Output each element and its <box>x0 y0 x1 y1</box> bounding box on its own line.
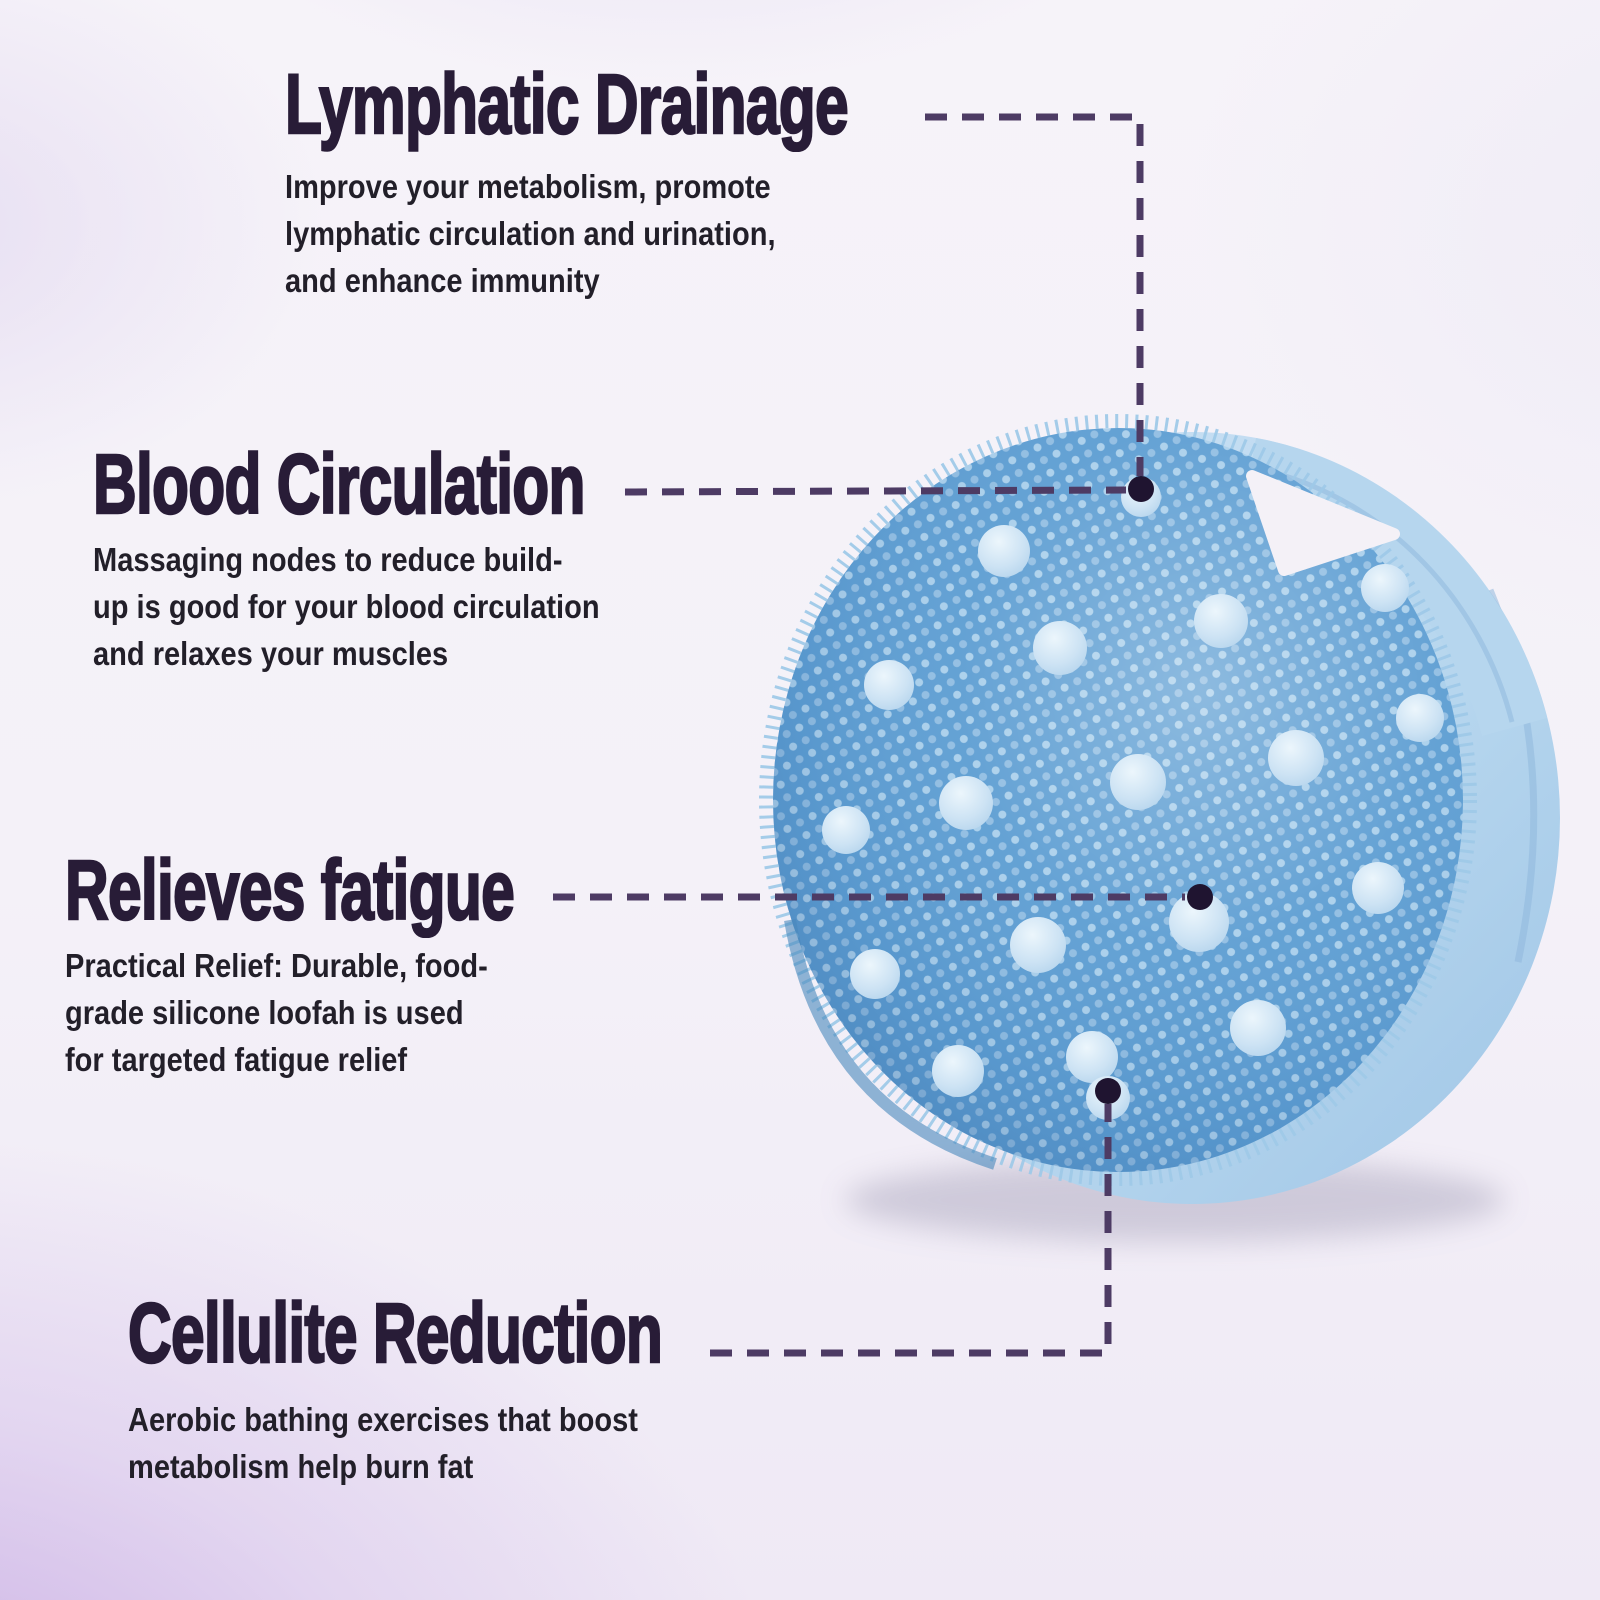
callout-title: Relieves fatigue <box>64 843 516 937</box>
handle-hole <box>1246 470 1400 576</box>
massage-node <box>1396 694 1444 742</box>
massage-node <box>978 525 1030 577</box>
callout-title: Lymphatic Drainage <box>284 57 849 151</box>
massage-node <box>1194 594 1248 648</box>
callout-line-lymphatic <box>925 113 1144 476</box>
callout-relieves-fatigue: Relieves fatigue Practical Relief: Durab… <box>64 843 689 1083</box>
callout-line-blood <box>624 486 1127 496</box>
callout-blood-circulation: Blood Circulation Massaging nodes to red… <box>92 437 776 677</box>
massage-node <box>1268 730 1324 786</box>
callout-line-cellulite <box>710 1104 1112 1357</box>
massage-node <box>1010 917 1066 973</box>
massage-node <box>932 1045 984 1097</box>
callout-dot <box>1095 1078 1121 1104</box>
massage-node <box>939 776 993 830</box>
callout-cellulite-reduction: Cellulite Reduction Aerobic bathing exer… <box>127 1286 870 1490</box>
massage-node <box>1230 1000 1286 1056</box>
massage-node <box>1361 564 1409 612</box>
bristle-fringe <box>759 414 1477 1186</box>
callout-lymphatic-drainage: Lymphatic Drainage Improve your metaboli… <box>284 57 1067 304</box>
callout-title: Cellulite Reduction <box>127 1286 664 1380</box>
massage-node <box>1110 754 1166 810</box>
massage-node <box>1033 621 1087 675</box>
callout-dot <box>1128 476 1154 502</box>
massage-node <box>850 949 900 999</box>
callout-description: Improve your metabolism, promote lymphat… <box>285 168 776 299</box>
massage-node <box>1066 1031 1118 1083</box>
massage-node <box>1169 892 1229 952</box>
callout-title: Blood Circulation <box>92 437 586 531</box>
handle-ridge <box>1271 469 1515 723</box>
callout-description: Massaging nodes to reduce build- up is g… <box>93 541 600 672</box>
callout-dot <box>1187 884 1213 910</box>
massage-node <box>864 660 914 710</box>
massage-node <box>822 806 870 854</box>
callout-description: Practical Relief: Durable, food- grade s… <box>65 947 488 1078</box>
callout-description: Aerobic bathing exercises that boost met… <box>128 1401 638 1485</box>
massage-node <box>1352 862 1404 914</box>
